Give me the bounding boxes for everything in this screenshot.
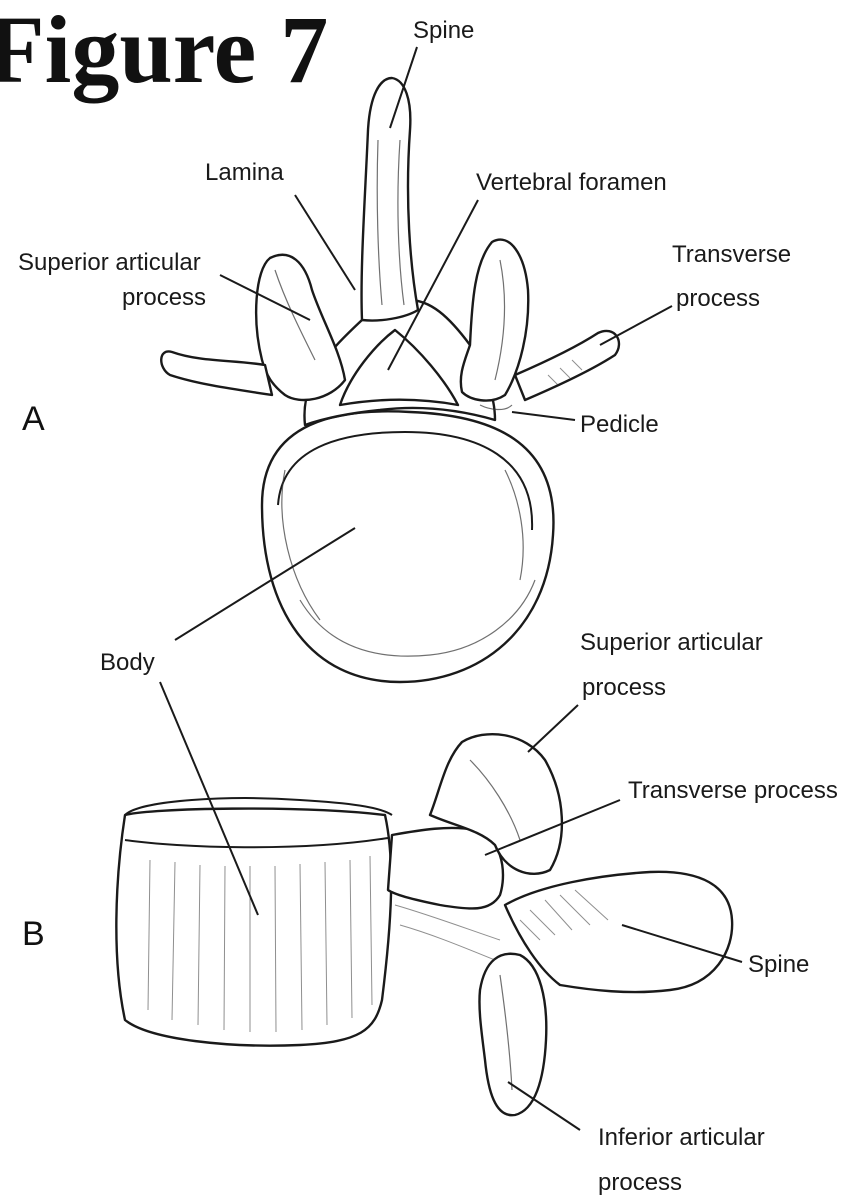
label-a-lamina: Lamina bbox=[205, 159, 284, 186]
label-b-inferior-articular-1: Inferior articular bbox=[598, 1124, 765, 1151]
transverse-right-a bbox=[515, 331, 619, 400]
label-a-transverse-2: process bbox=[676, 285, 760, 312]
label-b-transverse-process: Transverse process bbox=[628, 777, 838, 804]
label-body: Body bbox=[100, 649, 155, 676]
label-a-pedicle: Pedicle bbox=[580, 411, 659, 438]
label-b-superior-articular-1: Superior articular bbox=[580, 629, 763, 656]
label-a-spine: Spine bbox=[413, 17, 474, 44]
label-a-superior-articular-2: process bbox=[122, 284, 206, 311]
figure-title: Figure 7 bbox=[0, 0, 328, 103]
superior-articular-left-a bbox=[256, 255, 345, 400]
label-b-spine: Spine bbox=[748, 951, 809, 978]
spinous-process-a bbox=[362, 78, 418, 321]
vertebral-body-a bbox=[262, 411, 553, 682]
panel-label-a: A bbox=[22, 400, 45, 438]
leader-a-pedicle bbox=[512, 412, 575, 420]
label-b-inferior-articular-2: process bbox=[598, 1169, 682, 1196]
transverse-left-a bbox=[161, 351, 272, 395]
label-a-vertebral-foramen: Vertebral foramen bbox=[476, 169, 667, 196]
inferior-articular-b bbox=[479, 954, 546, 1115]
panel-label-b: B bbox=[22, 915, 45, 953]
spinous-process-b bbox=[505, 872, 732, 992]
leader-b-superior-articular bbox=[528, 705, 578, 752]
transverse-process-b bbox=[388, 828, 503, 909]
label-a-transverse-1: Transverse bbox=[672, 241, 791, 268]
leader-a-transverse bbox=[600, 306, 672, 345]
label-a-superior-articular-1: Superior articular bbox=[18, 249, 201, 276]
label-b-superior-articular-2: process bbox=[582, 674, 666, 701]
